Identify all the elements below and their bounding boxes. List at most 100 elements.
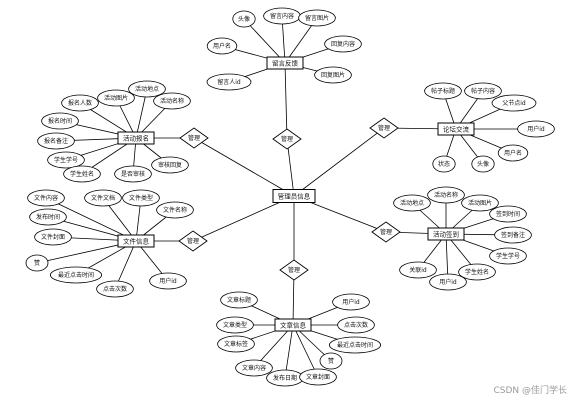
entity-reply-box [266,56,304,70]
attribute-label: 活动图片 [468,199,492,207]
entity-forum-label: 论坛交流 [443,124,470,133]
attribute-ellipse [298,9,336,27]
attribute-label: 用户id [439,278,457,286]
attribute-ellipse [37,132,75,150]
relation-signup: 管理 [179,127,209,149]
attribute-label: 活动图片 [104,94,128,102]
attribute-fileinfo: 文件内容 [27,189,65,207]
attribute-reply: 头像 [232,10,256,28]
attribute-ellipse [97,89,135,107]
attribute-ellipse [216,316,254,334]
attribute-reply: 回复内容 [324,35,362,53]
attribute-forum: 状态 [432,155,456,173]
attribute-label: 报名备注 [44,137,68,145]
attribute-label: 赞 [34,259,40,267]
attribute-label: 活动名称 [160,97,184,105]
attribute-ellipse [96,280,134,298]
attribute-label: 留言内容 [270,12,294,20]
attribute-ellipse [429,273,467,291]
attribute-label: 状态 [438,160,450,168]
attribute-checkin: 学生学号 [489,247,527,265]
attribute-article: 文章封面 [299,368,337,386]
attribute-label: 用户名 [504,149,522,157]
attribute-ellipse [464,82,502,100]
attribute-checkin: 关联id [399,261,437,279]
attribute-ellipse [151,156,189,174]
attribute-fileinfo: 最近点击时间 [50,266,103,284]
attribute-fileinfo: 文件名称 [156,201,194,219]
attribute-label: 点击次数 [344,321,368,329]
entity-fileinfo-box [117,234,155,248]
entity-article-box [274,318,312,332]
attribute-signup: 报名人数 [61,94,99,112]
connector-line [284,62,288,140]
attribute-ellipse [50,266,103,284]
attribute-ellipse [122,189,160,207]
attribute-ellipse [232,10,256,28]
attribute-forum: 用户id [517,120,555,138]
entity-forum-box [437,122,475,136]
attribute-ellipse [217,335,255,353]
relation-diamond [371,221,401,243]
entity-signup-box [117,131,155,145]
attribute-ellipse [299,368,337,386]
attribute-label: 是否审核 [121,170,145,178]
attribute-label: 发布时间 [36,213,60,221]
attribute-label: 签到备注 [501,231,525,239]
relation-label: 管理 [188,134,200,142]
attribute-checkin: 签到备注 [494,226,532,244]
attribute-label: 帖子内容 [471,87,495,95]
attribute-label: 点击次数 [103,285,127,293]
attribute-signup: 学生学号 [47,151,85,169]
attribute-ellipse [156,201,194,219]
relation-diamond [179,127,209,149]
attribute-reply: 留言人id [206,73,252,91]
attribute-checkin: 活动图片 [461,194,499,212]
attribute-article: 文章类型 [216,316,254,334]
attribute-reply: 用户名 [206,37,238,55]
entity-checkin-label: 活动签到 [433,229,459,238]
attribute-label: 头像 [238,15,250,23]
attribute-label: 回复内容 [331,40,355,48]
attribute-label: 文章类型 [223,321,247,329]
attribute-ellipse [61,94,99,112]
attribute-label: 报名时间 [48,117,72,125]
attribute-signup: 活动图片 [97,89,135,107]
attribute-signup: 报名备注 [37,132,75,150]
attribute-label: 用户id [159,277,177,285]
attribute-fileinfo: 文件类型 [122,189,160,207]
attribute-article: 文章内容 [235,359,273,377]
relation-label: 管理 [378,124,390,132]
entity-checkin: 活动签到 [427,227,465,241]
attribute-forum: 父节点id [491,94,537,112]
attribute-ellipse [432,155,456,173]
attribute-ellipse [491,94,537,112]
attribute-label: 文件类型 [129,194,153,202]
attribute-ellipse [63,165,101,183]
entity-admin-label: 管理员信息 [278,191,311,200]
attribute-label: 回复图片 [321,71,345,79]
attribute-label: 文件内容 [34,194,58,202]
attribute-signup: 报名时间 [41,112,79,130]
attribute-ellipse [128,80,166,98]
attribute-label: 签到时间 [496,210,520,218]
attribute-label: 报名人数 [68,99,92,107]
attribute-reply: 留言图片 [298,9,336,27]
relation-checkin: 管理 [371,221,401,243]
attribute-label: 用户名 [213,42,231,50]
diagram-shapes: 管理员信息管理头像留言内容留言图片用户名回复内容留言人id回复图片留言反馈管理帖… [25,7,555,387]
attribute-reply: 留言内容 [263,7,301,25]
attribute-article: 最近点击时间 [328,336,381,354]
entity-signup: 活动报名 [117,131,155,145]
attribute-forum: 帖子标题 [424,82,462,100]
attribute-fileinfo: 发布时间 [29,208,67,226]
attribute-article: 用户id [332,293,370,311]
attribute-forum: 用户名 [497,144,529,162]
attribute-reply: 回复图片 [314,66,352,84]
attribute-ellipse [424,82,462,100]
relation-label: 管理 [380,228,392,236]
relation-article: 管理 [279,259,309,281]
attribute-label: 父节点id [502,99,526,107]
entity-forum: 论坛交流 [437,122,475,136]
